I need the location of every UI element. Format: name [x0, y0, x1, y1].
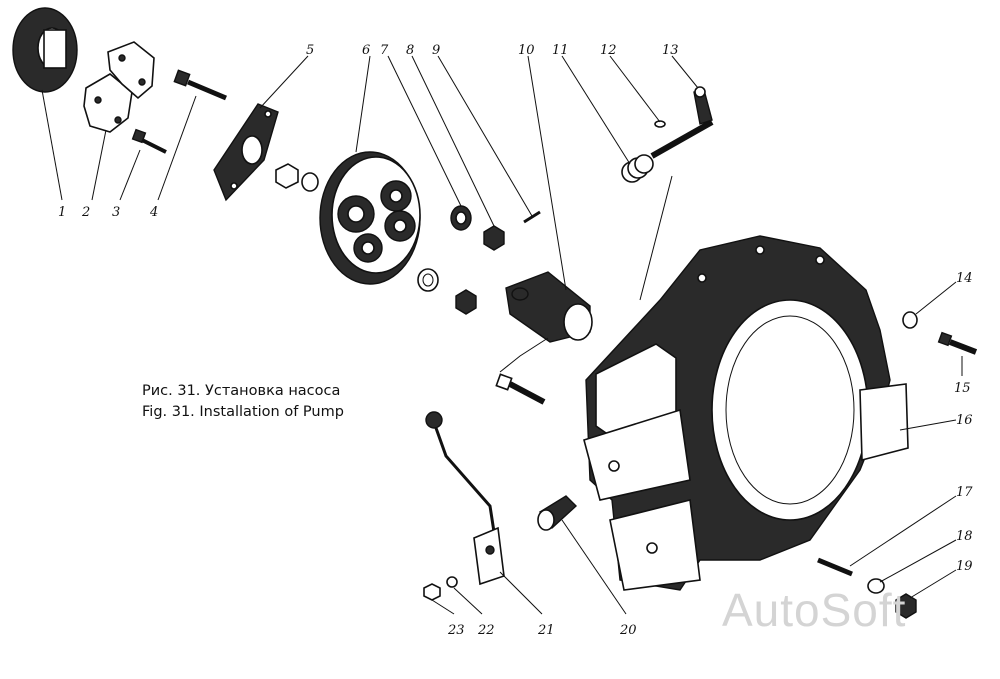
part-22-washer [446, 576, 458, 588]
part-19-nut [895, 593, 917, 619]
callout-4: 4 [149, 205, 158, 220]
part-21-lever [425, 411, 505, 586]
callout-12: 12 [600, 43, 617, 58]
callout-17: 17 [956, 485, 973, 500]
callout-10: 10 [518, 43, 535, 58]
part-20-bushing [537, 495, 578, 531]
part-14-washer [902, 311, 918, 329]
callout-2: 2 [81, 205, 90, 220]
callout-3: 3 [112, 205, 120, 220]
caption-russian: Рис. 31. Установка насоса [142, 383, 341, 399]
callout-1: 1 [58, 205, 66, 220]
watermark-logo: AutoSoft [722, 584, 907, 636]
nut-and-washer [275, 163, 319, 192]
figure-caption: Рис. 31. Установка насоса Fig. 31. Insta… [142, 381, 344, 423]
part-8-castle-nut [483, 225, 505, 251]
callout-5: 5 [306, 43, 314, 58]
part-1-splined-flange [12, 7, 78, 93]
part-11-spring [621, 154, 654, 183]
callout-7: 7 [380, 43, 389, 58]
part-12-key [654, 120, 666, 128]
caption-english: Fig. 31. Installation of Pump [142, 404, 344, 420]
callout-16: 16 [956, 413, 973, 428]
part-18-washer [867, 578, 885, 594]
part-2-upper-plate [107, 41, 155, 100]
part-7-washer [450, 205, 472, 231]
callout-labels: 1 2 3 4 5 6 7 8 9 10 11 12 13 14 15 16 1… [58, 43, 973, 638]
callout-23: 23 [447, 623, 465, 638]
part-6-gear-assembly [319, 151, 421, 285]
part-17-stud [817, 557, 853, 577]
leader-lines [41, 55, 963, 615]
part-13-lever-shaft [650, 86, 714, 159]
callout-21: 21 [537, 623, 555, 638]
callout-22: 22 [477, 623, 495, 638]
part-23-nut [423, 583, 441, 601]
callout-19: 19 [956, 559, 973, 574]
callout-8: 8 [406, 43, 414, 58]
callout-20: 20 [619, 623, 637, 638]
mounting-bolt [495, 337, 549, 405]
callout-9: 9 [432, 43, 440, 58]
part-10-coupling [505, 271, 593, 343]
part-5-flange [213, 103, 279, 202]
part-3-bolt [131, 128, 167, 154]
part-2-plate [83, 73, 133, 133]
callout-15: 15 [954, 381, 971, 396]
callout-18: 18 [956, 529, 973, 544]
callout-14: 14 [956, 271, 973, 286]
callout-11: 11 [552, 43, 569, 58]
lower-washer-and-nut [417, 268, 477, 315]
part-9-cotter-pin [523, 210, 541, 224]
part-15-bolt [937, 331, 978, 355]
callout-6: 6 [362, 43, 370, 58]
part-16-pump-housing [583, 235, 909, 591]
callout-13: 13 [662, 43, 679, 58]
part-4-long-bolt [173, 69, 227, 101]
